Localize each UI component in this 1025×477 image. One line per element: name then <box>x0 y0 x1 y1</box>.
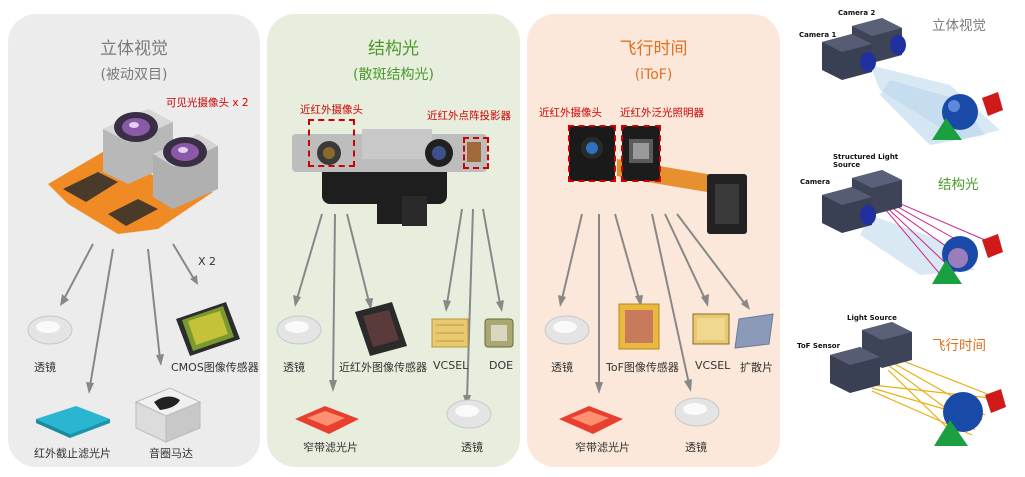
structured-ir-camera-highlight <box>308 119 355 167</box>
stereo-lens-label: 透镜 <box>34 361 56 374</box>
stereo-flex-cable <box>48 149 213 234</box>
tof-title: 飞行时间 <box>619 39 688 59</box>
cmos-sensor-icon <box>176 302 240 356</box>
structured-lens2-icon <box>446 399 492 429</box>
tof-arrows <box>561 213 746 386</box>
stereo-lens-icon <box>27 315 73 345</box>
structured-projector-tag: 近红外点阵投影器 <box>427 110 511 122</box>
diffuser-label: 扩散片 <box>740 361 773 374</box>
structured-title: 结构光 <box>368 39 419 59</box>
stereo-camera-tag: 可见光摄像头 x 2 <box>166 97 249 109</box>
tof-flood-tag: 近红外泛光照明器 <box>620 107 704 119</box>
nir-sensor-label: 近红外图像传感器 <box>339 361 427 374</box>
right-structured-title: 结构光 <box>938 177 979 193</box>
tof-module <box>569 126 747 234</box>
right-structured-camera: Camera <box>800 178 831 186</box>
stereo-arrowheads <box>60 275 198 394</box>
narrowband-filter-icon <box>295 406 359 434</box>
tof-filter-label: 窄带滤光片 <box>575 441 630 454</box>
structured-illustration <box>276 129 514 434</box>
vcsel-icon <box>431 318 469 348</box>
structured-arrows <box>296 208 501 400</box>
structured-filter-label: 窄带滤光片 <box>303 441 358 454</box>
stereo-title: 立体视觉 <box>100 39 168 59</box>
stereo-multiplier: X 2 <box>198 255 217 268</box>
vcm-label: 音圈马达 <box>149 447 193 460</box>
structured-module <box>292 129 487 226</box>
doe-label: DOE <box>489 359 514 372</box>
structured-lens-label: 透镜 <box>283 361 305 374</box>
right-stereo-title: 立体视觉 <box>932 18 986 34</box>
stereo-scene <box>822 18 1003 145</box>
tof-sensor-label: ToF图像传感器 <box>606 361 679 374</box>
stereo-objects <box>932 92 1003 140</box>
tof-ir-camera-tag: 近红外摄像头 <box>539 107 602 119</box>
tof-filter-icon <box>559 406 623 434</box>
right-stereo-cam2: Camera 2 <box>838 9 876 17</box>
right-tof-source: Light Source <box>847 314 897 322</box>
stereo-illustration <box>27 109 240 443</box>
right-stereo-cam1: Camera 1 <box>799 31 837 39</box>
camera-module-2 <box>153 134 218 209</box>
ir-cut-filter-label: 红外截止滤光片 <box>34 447 111 460</box>
tof-objects <box>934 389 1006 446</box>
right-structured-source: Structured Light Source <box>833 153 899 169</box>
stereo-subtitle: (被动双目) <box>100 67 168 83</box>
tof-rays <box>871 354 991 441</box>
cmos-label: CMOS图像传感器 <box>171 361 259 374</box>
tof-illustration <box>544 126 774 434</box>
structured-vcsel-label: VCSEL <box>433 359 469 372</box>
right-tof-title: 飞行时间 <box>932 338 986 354</box>
structured-ir-camera-tag: 近红外摄像头 <box>300 104 363 116</box>
ir-cut-filter-icon <box>36 406 110 438</box>
doe-icon <box>484 318 514 348</box>
structured-lens2-label: 透镜 <box>461 441 483 454</box>
nir-sensor-icon <box>355 302 407 356</box>
stereo-arrows <box>63 243 195 387</box>
tof-lens2-label: 透镜 <box>685 441 707 454</box>
structured-subtitle: (散斑结构光) <box>353 67 434 83</box>
tof-subtitle: (iToF) <box>634 67 673 83</box>
stereo-cam2-icon <box>852 18 906 63</box>
structured-arrowheads <box>293 295 504 407</box>
structured-projector-highlight <box>463 137 489 169</box>
panel-stereo: 立体视觉 (被动双目) 可见光摄像头 x 2 <box>8 14 260 467</box>
structured-camera-icon <box>822 187 876 233</box>
structured-source-icon <box>852 170 902 215</box>
tof-flood-highlight <box>621 125 661 182</box>
tof-lens-icon <box>544 315 590 345</box>
stereo-cam1-icon <box>822 34 876 80</box>
tof-vcsel-icon <box>692 313 730 345</box>
tof-source-icon <box>862 322 912 368</box>
structured-lens-icon <box>276 315 322 345</box>
vcm-motor-icon <box>134 387 202 443</box>
tof-vcsel-label: VCSEL <box>695 359 731 372</box>
panel-structured: 结构光 (散斑结构光) 近红外摄像头 近红外点阵投影器 <box>267 14 520 467</box>
diffuser-icon <box>734 313 774 349</box>
tof-sensor-cam-icon <box>830 347 880 393</box>
panel-tof: 飞行时间 (iToF) 近红外摄像头 近红外泛光照明器 <box>527 14 780 467</box>
tof-lens2-icon <box>674 397 720 427</box>
structured-objects <box>932 234 1003 284</box>
tof-ir-camera-highlight <box>568 125 616 182</box>
tof-lens-label: 透镜 <box>551 361 573 374</box>
right-tof-sensor: ToF Sensor <box>797 342 841 350</box>
tof-sensor-icon <box>618 303 660 350</box>
structured-rays <box>879 194 986 281</box>
